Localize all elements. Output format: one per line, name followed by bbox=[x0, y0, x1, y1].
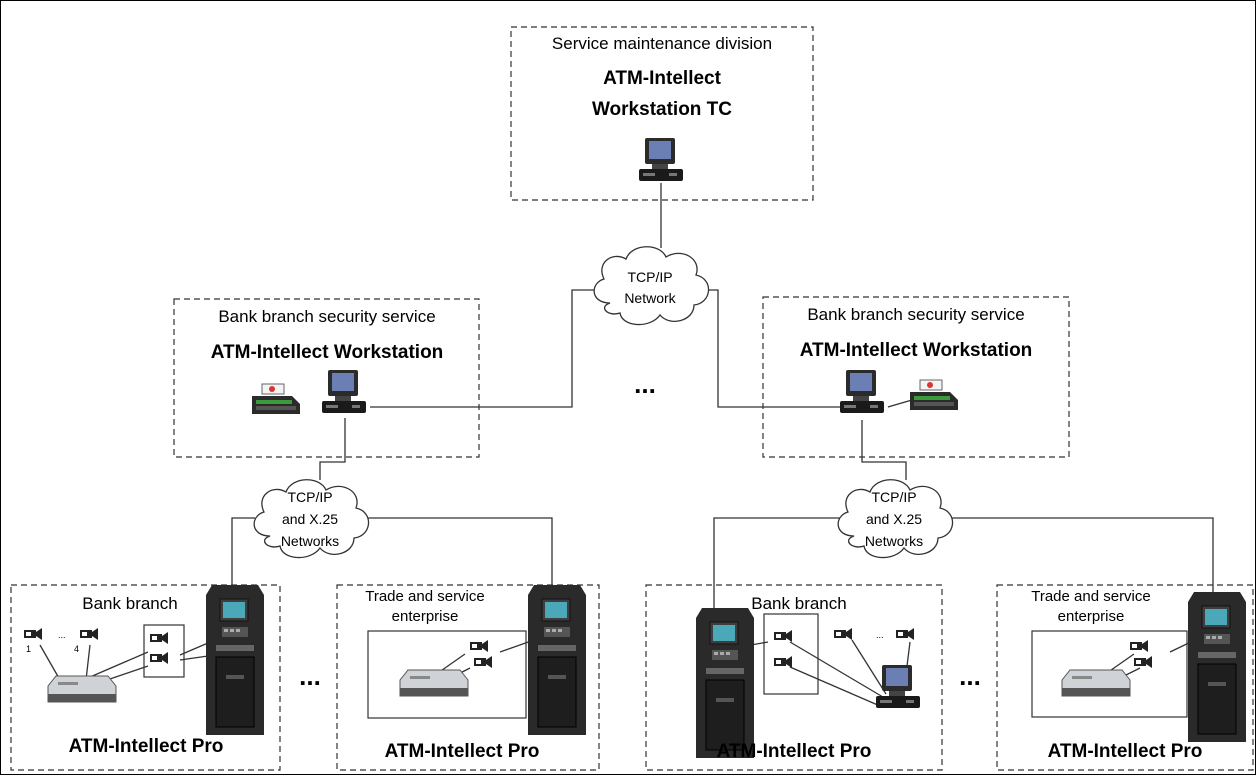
cloud-left-line1: TCP/IP bbox=[287, 489, 332, 505]
trade-enterprise-right-inner-frame bbox=[1031, 630, 1188, 718]
trade-enterprise-right-group: Trade and service enterprise ATM-Intelle… bbox=[996, 584, 1254, 771]
camera-icon bbox=[896, 628, 914, 640]
trade-enterprise-left-box bbox=[336, 584, 600, 771]
computer-icon bbox=[876, 665, 920, 708]
atm-cameras-frame bbox=[763, 613, 819, 695]
trade-enterprise-right-label-line2: enterprise bbox=[1058, 608, 1125, 625]
cloud-right-line3: Networks bbox=[865, 533, 923, 549]
ellipsis-workstations: ... bbox=[634, 369, 656, 399]
service-maintenance-box bbox=[510, 26, 814, 201]
atm-icon bbox=[695, 607, 755, 759]
atm-cameras-frame bbox=[143, 624, 185, 678]
tcp-ip-x25-cloud-left: TCP/IP and X.25 Networks bbox=[253, 479, 370, 559]
cloud-right-line2: and X.25 bbox=[866, 511, 922, 527]
workstation-computer-icon bbox=[322, 370, 366, 413]
cloud-left-line2: and X.25 bbox=[282, 511, 338, 527]
security-service-left-label: Bank branch security service bbox=[218, 307, 435, 326]
cloud-top-line2: Network bbox=[624, 290, 676, 306]
trade-enterprise-right-label-line1: Trade and service bbox=[1031, 588, 1151, 605]
video-recorder-icon bbox=[47, 675, 117, 703]
ellipsis-branches-right: ... bbox=[959, 661, 981, 691]
bank-branch-left-label: Bank branch bbox=[82, 594, 177, 613]
trade-enterprise-left-inner-frame bbox=[367, 630, 527, 719]
trade-enterprise-left-label-line2: enterprise bbox=[392, 608, 459, 625]
ellipsis-branches-left: ... bbox=[299, 661, 321, 691]
security-service-left-box bbox=[173, 298, 480, 458]
cloud-right-line1: TCP/IP bbox=[871, 489, 916, 505]
camera-ellipsis: ... bbox=[876, 630, 884, 640]
camera-icon bbox=[774, 656, 792, 668]
service-maintenance-group: Service maintenance division ATM-Intelle… bbox=[510, 26, 814, 201]
security-service-left-title: ATM-Intellect Workstation bbox=[211, 342, 444, 363]
security-service-right-box bbox=[762, 296, 1070, 458]
security-service-right-label: Bank branch security service bbox=[807, 305, 1024, 324]
camera-icon bbox=[80, 628, 98, 640]
camera-icon bbox=[470, 640, 488, 652]
security-service-right-title: ATM-Intellect Workstation bbox=[800, 340, 1033, 361]
camera-number-1: 1 bbox=[26, 644, 31, 654]
cloud-top-line1: TCP/IP bbox=[627, 269, 672, 285]
cloud-left-line3: Networks bbox=[281, 533, 339, 549]
workstation-tc-title-line1: ATM-Intellect bbox=[603, 68, 722, 89]
bank-branch-left-group: Bank branch 1 ... 4 ATM-Intellect Pro bbox=[10, 584, 281, 771]
bank-branch-right-group: Bank branch ... ATM-Intellect Pro bbox=[645, 584, 943, 771]
camera-icon bbox=[1134, 656, 1152, 668]
camera-number-ellipsis: ... bbox=[58, 630, 66, 640]
camera-icon bbox=[150, 632, 168, 644]
atm-icon bbox=[527, 584, 587, 736]
camera-icon bbox=[774, 630, 792, 642]
trade-enterprise-left-label-line1: Trade and service bbox=[365, 588, 485, 605]
camera-number-4: 4 bbox=[74, 644, 79, 654]
workstation-tc-computer-icon bbox=[639, 138, 683, 181]
trade-enterprise-left-title: ATM-Intellect Pro bbox=[385, 741, 540, 762]
security-service-right-group: Bank branch security service ATM-Intelle… bbox=[762, 296, 1070, 458]
atm-icon bbox=[1187, 591, 1247, 743]
camera-icon bbox=[834, 628, 852, 640]
service-maintenance-label: Service maintenance division bbox=[552, 34, 772, 53]
camera-icon bbox=[1130, 640, 1148, 652]
tcp-ip-x25-cloud-right: TCP/IP and X.25 Networks bbox=[837, 479, 954, 559]
printer-icon bbox=[909, 379, 959, 411]
trade-enterprise-right-title: ATM-Intellect Pro bbox=[1048, 741, 1203, 762]
trade-enterprise-left-group: Trade and service enterprise ATM-Intelle… bbox=[336, 584, 600, 771]
camera-icon bbox=[24, 628, 42, 640]
workstation-computer-icon bbox=[840, 370, 884, 413]
bank-branch-left-box bbox=[10, 584, 281, 771]
tcp-ip-network-cloud: TCP/IP Network bbox=[593, 246, 710, 326]
camera-icon bbox=[474, 656, 492, 668]
camera-icon bbox=[150, 652, 168, 664]
printer-icon bbox=[251, 383, 301, 415]
bank-branch-right-title: ATM-Intellect Pro bbox=[717, 741, 872, 762]
bank-branch-right-label: Bank branch bbox=[751, 594, 846, 613]
workstation-tc-title-line2: Workstation TC bbox=[592, 99, 732, 120]
video-recorder-icon bbox=[399, 669, 469, 697]
bank-branch-left-title: ATM-Intellect Pro bbox=[69, 736, 224, 757]
video-recorder-icon bbox=[1061, 669, 1131, 697]
security-service-left-group: Bank branch security service ATM-Intelle… bbox=[173, 298, 480, 458]
cloud-icon bbox=[593, 246, 710, 326]
atm-icon bbox=[205, 584, 265, 736]
